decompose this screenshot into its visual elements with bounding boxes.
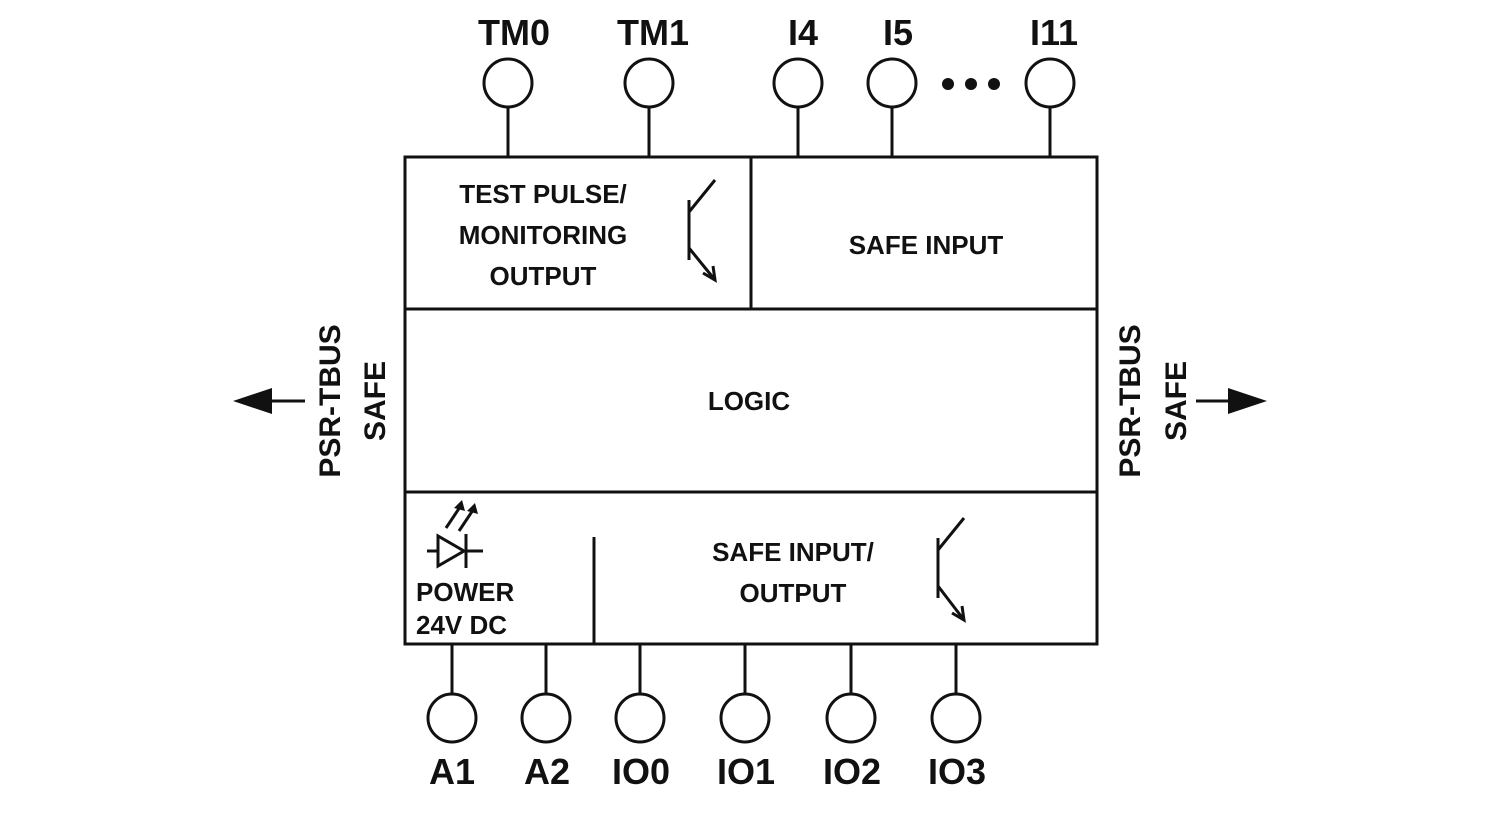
test-pulse-line2: MONITORING [459, 220, 628, 250]
terminal-io2 [825, 692, 877, 744]
label-tm1: TM1 [617, 12, 689, 53]
bottom-terminals [426, 644, 982, 744]
label-i11: I11 [1030, 12, 1078, 53]
test-pulse-line3: OUTPUT [490, 261, 597, 291]
bus-left-line2: SAFE [359, 361, 392, 441]
label-io1: IO1 [717, 751, 775, 792]
label-io2: IO2 [823, 751, 881, 792]
terminal-tm1 [623, 57, 675, 109]
label-i4: I4 [788, 12, 818, 53]
terminal-io1 [719, 692, 771, 744]
safe-io-line2: OUTPUT [740, 578, 847, 608]
terminal-tm0 [482, 57, 534, 109]
label-a1: A1 [429, 751, 475, 792]
terminal-a1 [426, 692, 478, 744]
safe-io-line1: SAFE INPUT/ [712, 537, 874, 567]
label-i5: I5 [883, 12, 913, 53]
bus-right-line1: PSR-TBUS [1114, 324, 1147, 477]
terminal-a2 [520, 692, 572, 744]
bus-right-line2: SAFE [1160, 361, 1193, 441]
arrow-left-icon [233, 388, 305, 414]
label-tm0: TM0 [478, 12, 550, 53]
transistor-icon-bottom [936, 517, 966, 623]
led-icon [427, 500, 483, 569]
top-terminals [482, 57, 1076, 157]
terminal-io3 [930, 692, 982, 744]
transistor-icon-top [687, 179, 717, 283]
label-io3: IO3 [928, 751, 986, 792]
test-pulse-line1: TEST PULSE/ [459, 179, 627, 209]
bus-left-line1: PSR-TBUS [314, 324, 347, 477]
terminal-io0 [614, 692, 666, 744]
safe-input-label: SAFE INPUT [849, 230, 1004, 260]
terminal-i5 [866, 57, 918, 109]
label-io0: IO0 [612, 751, 670, 792]
terminal-i11 [1024, 57, 1076, 109]
arrow-right-icon [1196, 388, 1267, 414]
power-line1: POWER [416, 577, 514, 607]
power-line2: 24V DC [416, 610, 507, 640]
label-a2: A2 [524, 751, 570, 792]
ellipsis-dots [942, 78, 1000, 90]
logic-label: LOGIC [708, 386, 791, 416]
terminal-i4 [772, 57, 824, 109]
